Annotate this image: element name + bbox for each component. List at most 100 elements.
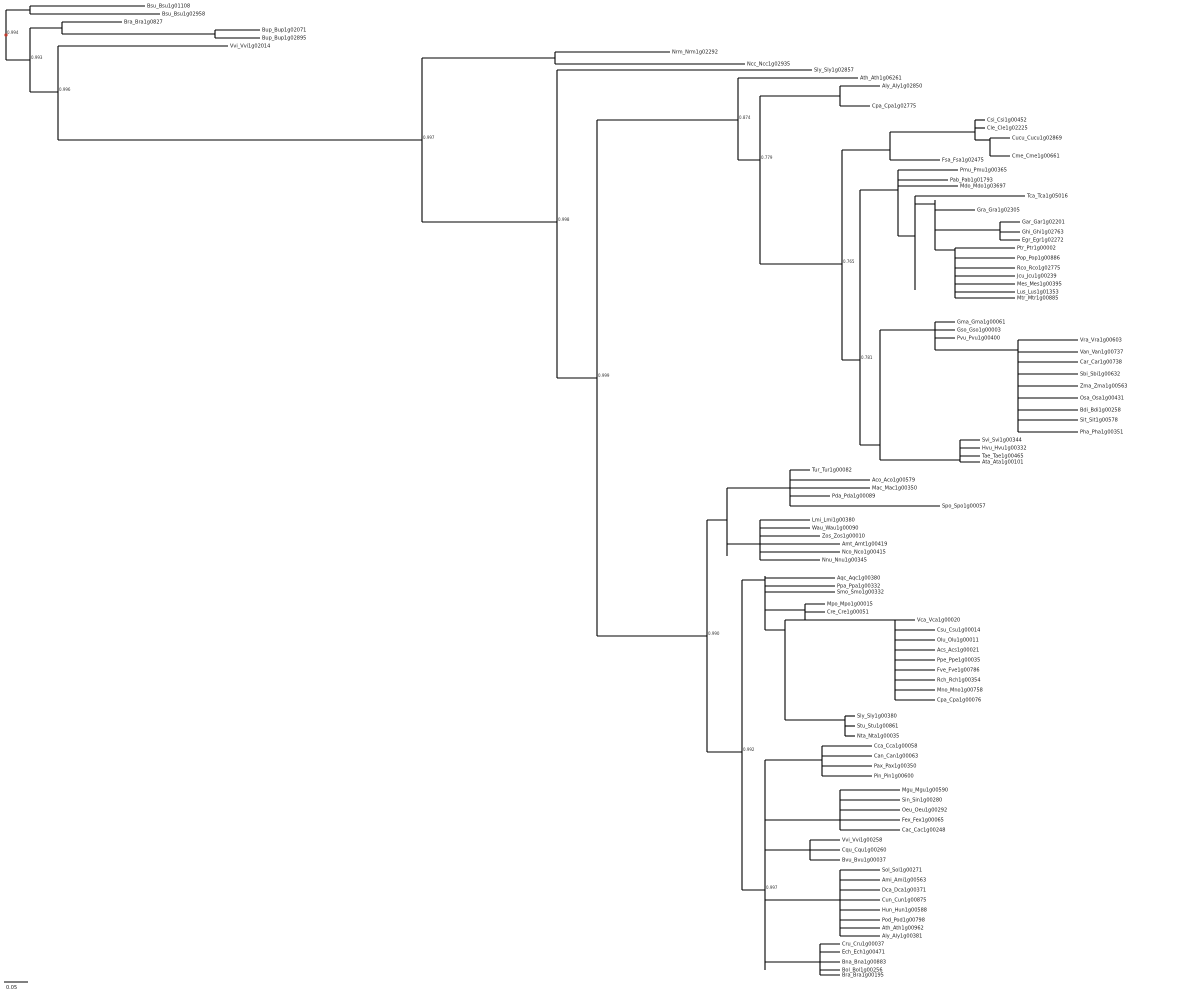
leaf-label: Tur_Tur1g00082 [811,468,852,474]
leaf-label: Nta_Nta1g00035 [857,734,899,740]
support-value: 0.997 [766,885,778,890]
leaf-label: Pop_Pop1g00886 [1017,256,1060,262]
leaf-label: Wau_Wau1g00090 [812,526,858,532]
tree-branches [5,5,1078,976]
leaf-label: Cca_Cca1g00058 [874,744,917,750]
leaf-label: Fsa_Fsa1g02475 [942,158,984,164]
leaf-label: Mno_Mno1g00758 [937,688,983,694]
leaf-label: Van_Van1g00737 [1080,350,1123,356]
leaf-label: Vca_Vca1g00020 [917,618,960,624]
leaf-label: Svi_Svi1g00344 [982,438,1022,444]
leaf-label: Bra_Bra1g0827 [124,20,163,26]
scale-bar: 0.05 [4,981,28,991]
support-value: 0.992 [743,747,755,752]
leaf-label: Stu_Stu1g00861 [857,724,898,730]
leaf-label: Fex_Fex1g00065 [902,818,944,824]
leaf-label: Pin_Pin1g00600 [874,774,914,780]
leaf-label: Cun_Cun1g00875 [882,898,926,904]
leaf-label: Sbi_Sbi1g00632 [1080,372,1120,378]
leaf-label: Ppa_Ppa1g00332 [837,584,880,590]
leaf-label: Pab_Pab1g01793 [950,178,993,184]
leaf-label: Fve_Fve1g00786 [937,668,980,674]
leaf-label: Mpo_Mpo1g00015 [827,602,873,608]
leaf-label: Bna_Bna1g00883 [842,960,886,966]
leaf-label: Cru_Cru1g00037 [842,942,884,948]
leaf-label: Mgu_Mgu1g00590 [902,788,948,794]
leaf-label: Smo_Smo1g00332 [837,590,884,596]
leaf-label: Pod_Pod1g00798 [882,918,925,924]
leaf-label: Lus_Lus1g01353 [1017,290,1059,296]
leaf-label: Oeu_Oeu1g00292 [902,808,947,814]
leaf-label: Gso_Gso1g00003 [957,328,1001,334]
leaf-label: Rco_Rco1g02775 [1017,266,1060,272]
leaf-label: Sol_Sol1g00271 [882,868,922,874]
leaf-label: Spo_Spo1g00057 [942,504,986,510]
leaf-label: Gma_Gma1g00061 [957,320,1005,326]
leaf-label: Ata_Ata1g00101 [982,460,1023,466]
leaf-label: Ath_Ath1g00962 [882,926,924,932]
leaf-label: Dca_Dca1g00371 [882,888,926,894]
leaf-label: Cpa_Cpa1g02775 [872,104,916,110]
leaf-label: Cle_Cle1g02225 [987,126,1028,132]
leaf-label: Aqc_Aqc1g00380 [837,576,880,582]
leaf-label: Car_Car1g00738 [1080,360,1122,366]
leaf-label: Nrm_Nrm1g02292 [672,50,718,56]
leaf-label: Mtr_Mtr1g00885 [1017,296,1058,302]
leaf-label: Zos_Zos1g00010 [822,534,865,540]
leaf-label: Hvu_Hvu1g00332 [982,446,1027,452]
leaf-label: Ech_Ech1g00471 [842,950,885,956]
support-value: 0.997 [423,135,435,140]
leaf-label: Pha_Pha1g00351 [1080,430,1123,436]
leaf-label: Ath_Ath1g06261 [860,76,902,82]
leaf-label: Sly_Sly1g02857 [814,68,854,74]
leaf-label: Rch_Rch1g00354 [937,678,981,684]
leaf-label: Sit_Sit1g00578 [1080,418,1118,424]
leaf-label: Can_Can1g00063 [874,754,918,760]
leaf-label: Vvi_Vvi1g00258 [842,838,882,844]
leaf-label: Cqu_Cqu1g00260 [842,848,886,854]
leaf-label: Gar_Gar1g02201 [1022,220,1065,226]
leaf-label: Aco_Aco1g00579 [872,478,915,484]
leaf-label: Pda_Pda1g00089 [832,494,875,500]
leaf-label: Vra_Vra1g00603 [1080,338,1122,344]
leaf-label: Bsu_Bsu1g02958 [162,12,205,18]
leaf-label: Ncc_Ncc1g02935 [747,62,790,68]
leaf-labels: Bsu_Bsu1g01108Bsu_Bsu1g02958Bra_Bra1g082… [124,4,1127,979]
leaf-label: Hun_Hun1g00588 [882,908,927,914]
support-value: 0.994 [7,30,19,35]
support-value: 0.779 [761,155,773,160]
leaf-label: Cme_Cme1g00661 [1012,154,1060,160]
support-values: 0.9940.9930.9960.9970.9980.9990.8740.779… [7,30,873,890]
leaf-label: Cre_Cre1g00051 [827,610,869,616]
leaf-label: Gra_Gra1g02305 [977,208,1020,214]
leaf-label: Mes_Mes1g00395 [1017,282,1062,288]
leaf-label: Pmu_Pmu1g00365 [960,168,1007,174]
leaf-label: Vvi_Vvi1g02014 [230,44,270,50]
leaf-label: Bra_Bra1g00195 [842,973,884,979]
scale-label: 0.05 [6,985,17,991]
support-value: 0.999 [598,373,610,378]
support-value: 0.874 [739,115,751,120]
support-value: 0.990 [708,631,720,636]
support-value: 0.998 [558,217,570,222]
support-value: 0.781 [861,355,873,360]
leaf-label: Olu_Olu1g00011 [937,638,979,644]
leaf-label: Lmi_Lmi1g00380 [812,518,855,524]
leaf-label: Bol_Bol1g00256 [842,968,883,974]
leaf-label: Sly_Sly1g00380 [857,714,897,720]
leaf-label: Bup_Bup1g02895 [262,36,306,42]
support-value: 0.996 [59,87,71,92]
leaf-label: Nnu_Nnu1g00345 [822,558,867,564]
leaf-label: Sin_Sin1g00280 [902,798,942,804]
leaf-label: Aly_Aly1g00381 [882,934,922,940]
leaf-label: Bvu_Bvu1g00037 [842,858,886,864]
leaf-label: Cpa_Cpa1g00076 [937,698,981,704]
leaf-label: Amt_Amt1g00419 [842,542,887,548]
leaf-label: Bup_Bup1g02071 [262,28,306,34]
leaf-label: Cac_Cac1g00248 [902,828,945,834]
leaf-label: Ghi_Ghi1g02763 [1022,230,1064,236]
support-value: 0.765 [843,259,855,264]
leaf-label: Pvu_Pvu1g00400 [957,336,1000,342]
leaf-label: Ami_Ami1g00563 [882,878,926,884]
